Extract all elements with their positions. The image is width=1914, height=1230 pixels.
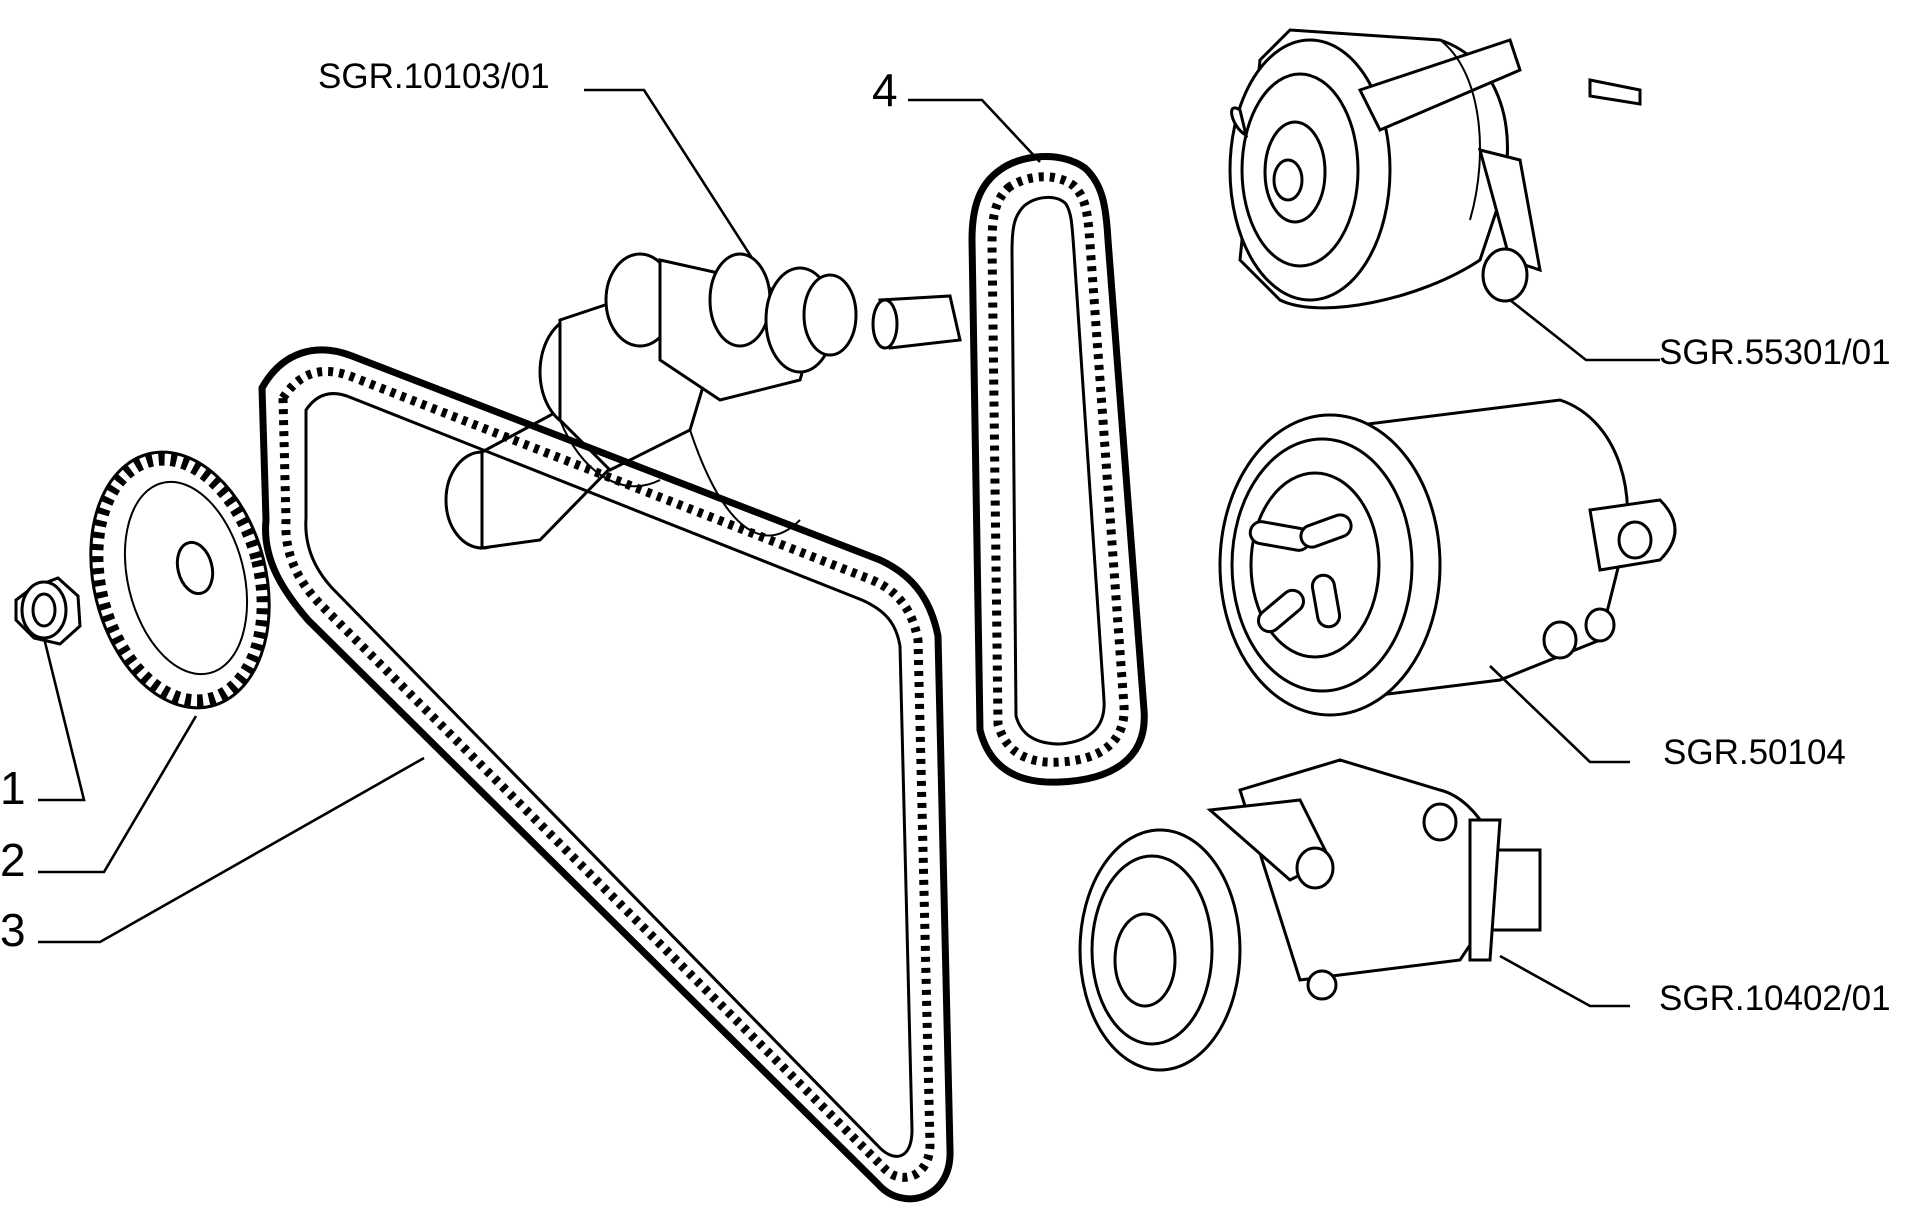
- leader-line-compressor: [1489, 665, 1630, 764]
- ref-crankshaft: SGR.10103/01: [318, 57, 550, 96]
- leader-line-crankshaft: [584, 88, 754, 259]
- crankshaft-part: [444, 252, 962, 550]
- toothed-pulley-part-2: [89, 450, 271, 710]
- leader-line-alternator: [1509, 298, 1660, 362]
- callout-1: 1: [0, 762, 26, 814]
- ref-compressor: SGR.50104: [1663, 733, 1846, 772]
- nut-part-1: [14, 576, 82, 646]
- v-belt-part-4: [968, 153, 1148, 786]
- leader-line-1: [38, 637, 86, 802]
- callout-4: 4: [872, 64, 898, 116]
- callout-2: 2: [0, 834, 26, 886]
- compressor-part: [1218, 398, 1677, 717]
- leader-line-2: [38, 715, 198, 874]
- ref-alternator: SGR.55301/01: [1659, 333, 1891, 372]
- leader-line-4: [908, 98, 1041, 163]
- leader-line-water-pump: [1499, 954, 1630, 1008]
- drive-belt-part-3: [258, 346, 954, 1203]
- alternator-part: [1228, 28, 1642, 310]
- leader-lines: [38, 88, 1660, 1008]
- callout-3: 3: [0, 904, 26, 956]
- water-pump-part: [1078, 758, 1542, 1072]
- leader-line-3: [38, 756, 425, 944]
- ref-water-pump: SGR.10402/01: [1659, 979, 1891, 1018]
